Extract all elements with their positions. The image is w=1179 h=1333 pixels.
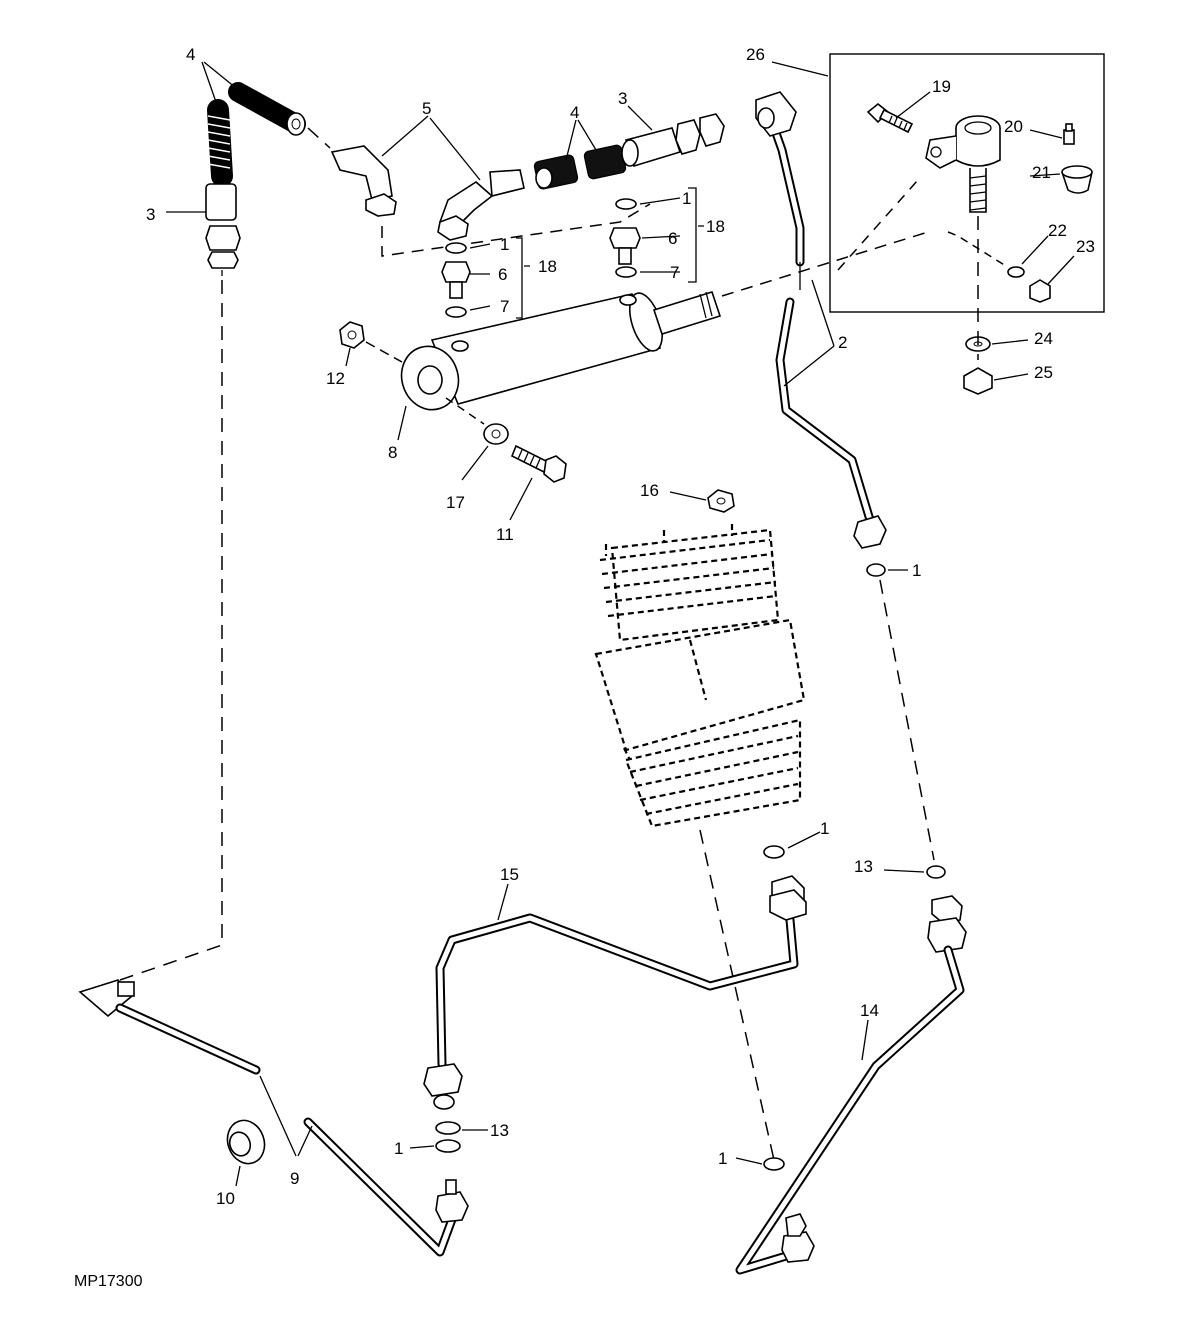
callout-26: 26 bbox=[746, 45, 765, 64]
o-ring-1-left-set bbox=[445, 242, 467, 254]
callout-17: 17 bbox=[446, 493, 465, 512]
grommet-10 bbox=[226, 1119, 266, 1165]
callout-8: 8 bbox=[388, 443, 397, 462]
callout-25: 25 bbox=[1034, 363, 1053, 382]
callout-4-left: 4 bbox=[186, 45, 195, 64]
callout-3-left: 3 bbox=[146, 205, 155, 224]
hose-4-middle bbox=[533, 144, 627, 190]
callout-1-left-set: 1 bbox=[500, 235, 509, 254]
o-ring-1-right-set bbox=[615, 198, 637, 210]
o-ring-1-under-valve bbox=[763, 845, 785, 859]
callout-2: 2 bbox=[838, 333, 847, 352]
fitting-6-left-set bbox=[441, 261, 471, 299]
o-ring-7-right-set bbox=[615, 266, 637, 278]
callout-labels: 4 3 5 4 3 1 6 7 18 1 6 7 18 12 8 17 11 1… bbox=[146, 45, 1095, 1208]
callout-9: 9 bbox=[290, 1169, 299, 1188]
callout-24: 24 bbox=[1034, 329, 1053, 348]
detail-box-tie-rod-end bbox=[829, 53, 1105, 313]
nut-16 bbox=[707, 489, 735, 513]
callout-1-lower: 1 bbox=[394, 1139, 403, 1158]
o-ring-1-line-14 bbox=[763, 1157, 785, 1171]
steering-valve-phantom bbox=[594, 524, 806, 828]
callout-13-right: 13 bbox=[854, 857, 873, 876]
callout-15: 15 bbox=[500, 865, 519, 884]
figure-id: MP17300 bbox=[74, 1273, 143, 1290]
dust-boot-21 bbox=[1061, 165, 1093, 194]
callout-7-left-set: 7 bbox=[500, 297, 509, 316]
callout-1-under-valve: 1 bbox=[820, 819, 829, 838]
callout-20: 20 bbox=[1004, 117, 1023, 136]
elbow-fitting-5-left bbox=[330, 145, 397, 217]
nut-25 bbox=[963, 367, 993, 395]
nut-23 bbox=[1029, 279, 1051, 303]
callout-4-middle: 4 bbox=[570, 103, 579, 122]
callout-13-lower: 13 bbox=[490, 1121, 509, 1140]
o-ring-1-lower bbox=[435, 1139, 461, 1153]
callout-18-right-set: 18 bbox=[706, 217, 725, 236]
hydraulic-line-9 bbox=[78, 979, 469, 1257]
fitting-3-right bbox=[621, 113, 725, 167]
leader-lines bbox=[166, 61, 1075, 1187]
lock-washer-22 bbox=[1007, 266, 1025, 278]
callout-6-left-set: 6 bbox=[498, 265, 507, 284]
nut-12 bbox=[339, 321, 365, 349]
callout-19: 19 bbox=[932, 77, 951, 96]
callout-18-left-set: 18 bbox=[538, 257, 557, 276]
o-ring-13-right bbox=[926, 865, 946, 879]
callout-1-right-column: 1 bbox=[912, 561, 921, 580]
callout-10: 10 bbox=[216, 1189, 235, 1208]
fitting-3-left bbox=[205, 183, 241, 269]
callout-14: 14 bbox=[860, 1001, 879, 1020]
hydraulic-line-2-lower bbox=[775, 297, 887, 549]
callout-16: 16 bbox=[640, 481, 659, 500]
hydraulic-cylinder bbox=[400, 291, 722, 411]
tie-rod-end-housing bbox=[925, 115, 1001, 213]
callout-1-right-set: 1 bbox=[682, 189, 691, 208]
o-ring-7-left-set bbox=[445, 306, 467, 318]
callout-7-right-set: 7 bbox=[670, 263, 679, 282]
hose-4-left bbox=[207, 82, 306, 187]
fitting-6-right-set bbox=[609, 227, 641, 265]
callout-1-line-14: 1 bbox=[718, 1149, 727, 1168]
bolt-11 bbox=[510, 444, 567, 483]
callout-12: 12 bbox=[326, 369, 345, 388]
callout-11: 11 bbox=[496, 525, 514, 544]
o-ring-1-right-column bbox=[866, 563, 886, 577]
callout-5: 5 bbox=[422, 99, 431, 118]
elbow-fitting-5-right bbox=[437, 169, 525, 241]
callout-21: 21 bbox=[1032, 163, 1051, 182]
hydraulic-line-2 bbox=[755, 91, 805, 267]
callout-23: 23 bbox=[1076, 237, 1095, 256]
callout-6-right-set: 6 bbox=[668, 229, 677, 248]
hydraulic-line-15 bbox=[423, 875, 807, 1110]
grease-fitting-20 bbox=[1063, 123, 1075, 145]
o-ring-13-lower bbox=[435, 1121, 461, 1135]
spacer-17 bbox=[483, 423, 509, 445]
bolt-19 bbox=[866, 102, 914, 134]
callout-3-right: 3 bbox=[618, 89, 627, 108]
callout-22: 22 bbox=[1048, 221, 1067, 240]
hydraulic-line-14 bbox=[735, 895, 967, 1275]
